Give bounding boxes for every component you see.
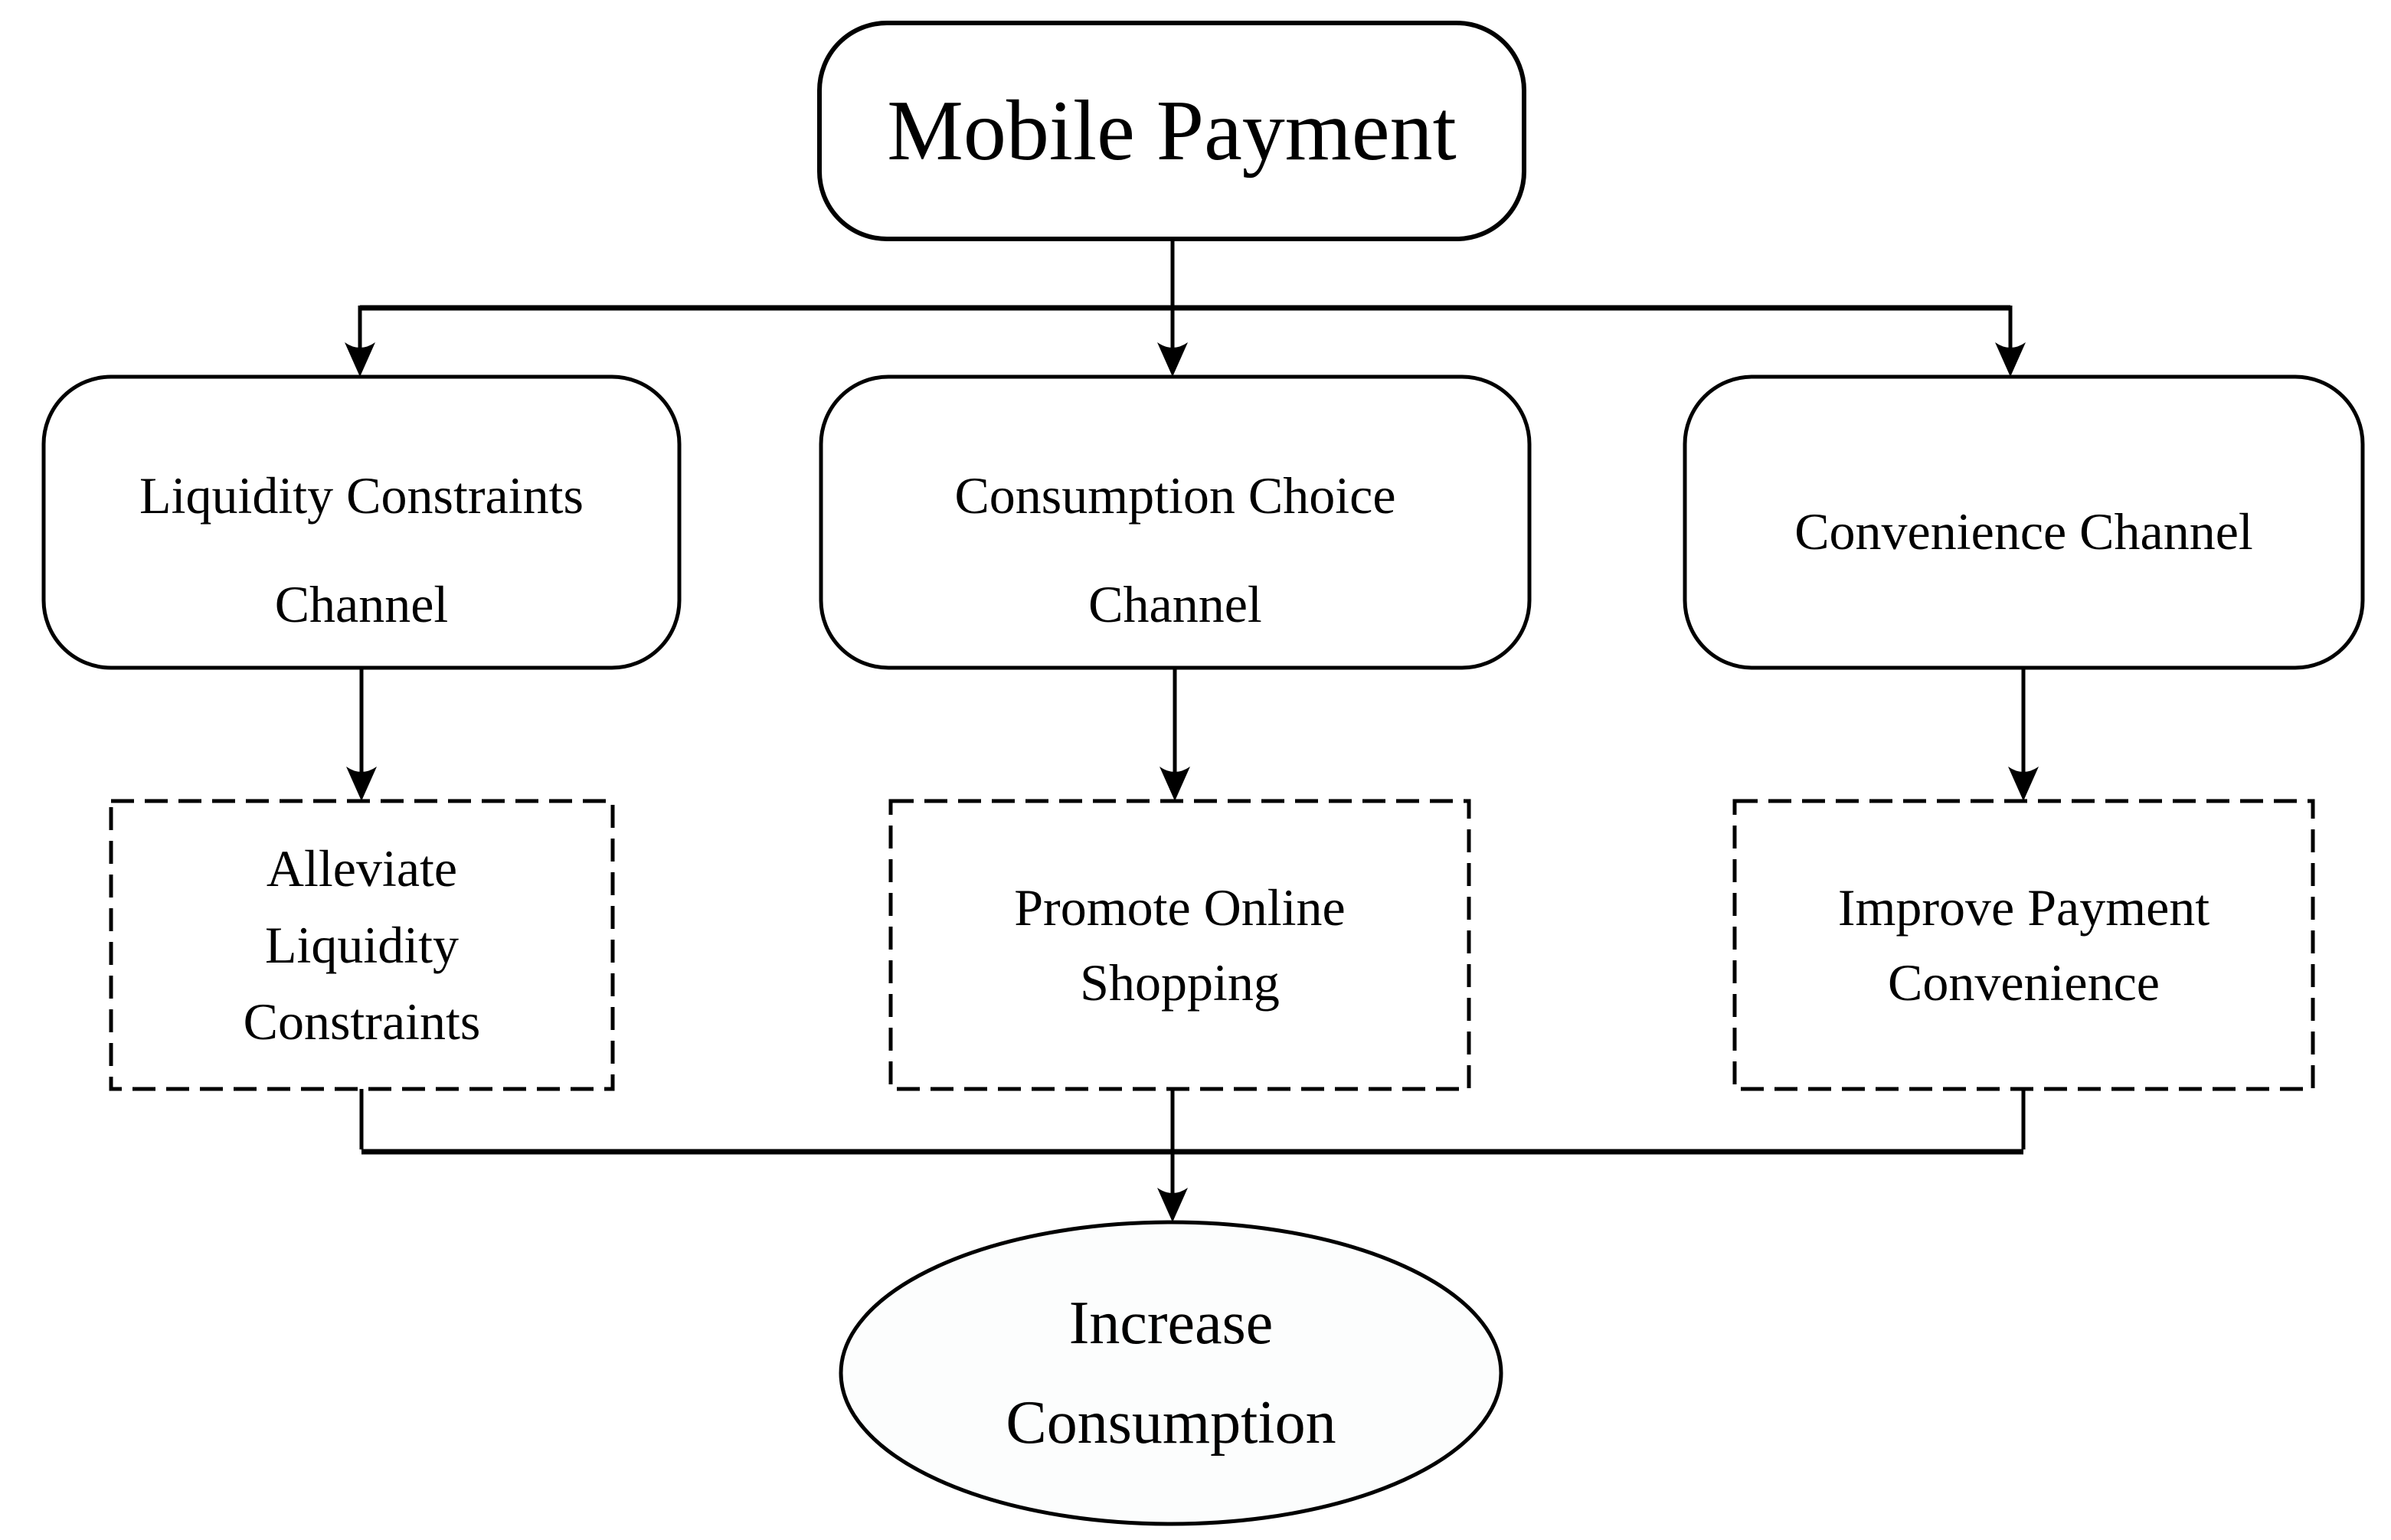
arrowhead-icon (345, 342, 375, 377)
node-label-line: Increase (1068, 1290, 1274, 1357)
node-increase-consumption-ellipse (839, 1220, 1503, 1526)
connector-root-branch (345, 239, 2026, 377)
arrowhead-icon (2008, 767, 2039, 801)
connector-effects-merge (359, 1089, 2026, 1222)
arrowhead-icon (1157, 342, 1188, 377)
node-label-line: Liquidity (264, 916, 460, 974)
arrowhead-icon (1995, 342, 2026, 377)
node-convenience-channel: Convenience Channel (1685, 377, 2363, 668)
node-liquidity-constraints-channel: Liquidity Constraints Channel (44, 377, 679, 668)
arrowhead-icon (1160, 767, 1190, 801)
node-label-line: Convenience Channel (1794, 502, 2253, 561)
node-label-line: Channel (274, 575, 449, 633)
node-label-line: Consumption Choice (954, 466, 1396, 525)
node-alleviate-liquidity-constraints-box (109, 799, 615, 1091)
node-label-line: Mobile Payment (887, 83, 1457, 178)
node-label-line: Convenience (1888, 953, 2160, 1012)
node-label-line: Constraints (243, 992, 481, 1051)
node-consumption-choice-channel: Consumption Choice Channel (821, 377, 1529, 668)
arrowhead-icon (346, 767, 377, 801)
node-alleviate-liquidity-constraints: Alleviate Liquidity Constraints (111, 801, 613, 1089)
node-label-line: Channel (1088, 575, 1262, 633)
node-mobile-payment: Mobile Payment (819, 23, 1524, 239)
node-label-line: Liquidity Constraints (139, 466, 584, 525)
node-promote-online-shopping-box (888, 799, 1471, 1091)
node-increase-consumption: Increase Consumption (841, 1222, 1501, 1524)
node-promote-online-shopping: Promote Online Shopping (891, 801, 1469, 1089)
node-label-line: Alleviate (266, 839, 458, 898)
node-label-line: Promote Online (1014, 878, 1346, 937)
node-label-line: Consumption (1006, 1389, 1336, 1457)
arrowhead-icon (1157, 1188, 1188, 1222)
node-label-line: Improve Payment (1837, 878, 2210, 937)
node-label-line: Shopping (1080, 953, 1280, 1012)
node-improve-payment-convenience: Improve Payment Convenience (1735, 801, 2313, 1089)
connector-channels-to-effects (346, 668, 2039, 801)
